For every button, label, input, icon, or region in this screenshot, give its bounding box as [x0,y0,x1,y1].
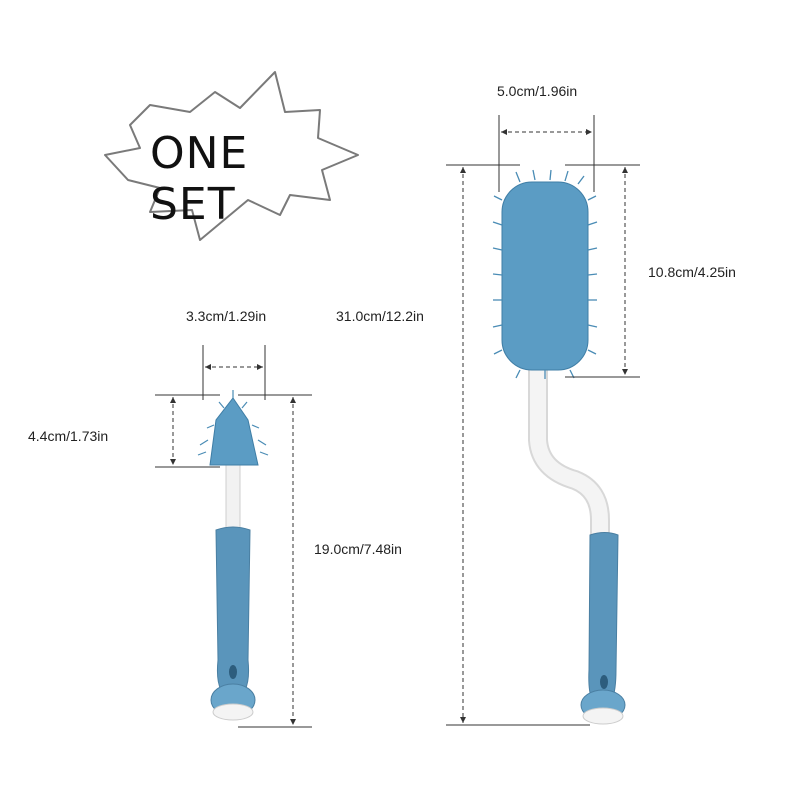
small-head-height-label: 4.4cm/1.73in [28,428,109,444]
large-total-length-label: 31.0cm/12.2in [336,308,424,324]
badge-text: ONE SET [150,128,249,230]
large-brush [492,169,626,725]
large-head-width-label: 5.0cm/1.96in [497,83,578,99]
small-brush [197,390,269,721]
arrow-heads [170,129,628,725]
dimension-lines [155,115,640,728]
small-total-length-label: 19.0cm/7.48in [314,541,402,557]
large-head-height-label: 10.8cm/4.25in [648,264,736,280]
small-head-width-label: 3.3cm/1.29in [186,308,267,324]
burst-badge [104,71,359,241]
